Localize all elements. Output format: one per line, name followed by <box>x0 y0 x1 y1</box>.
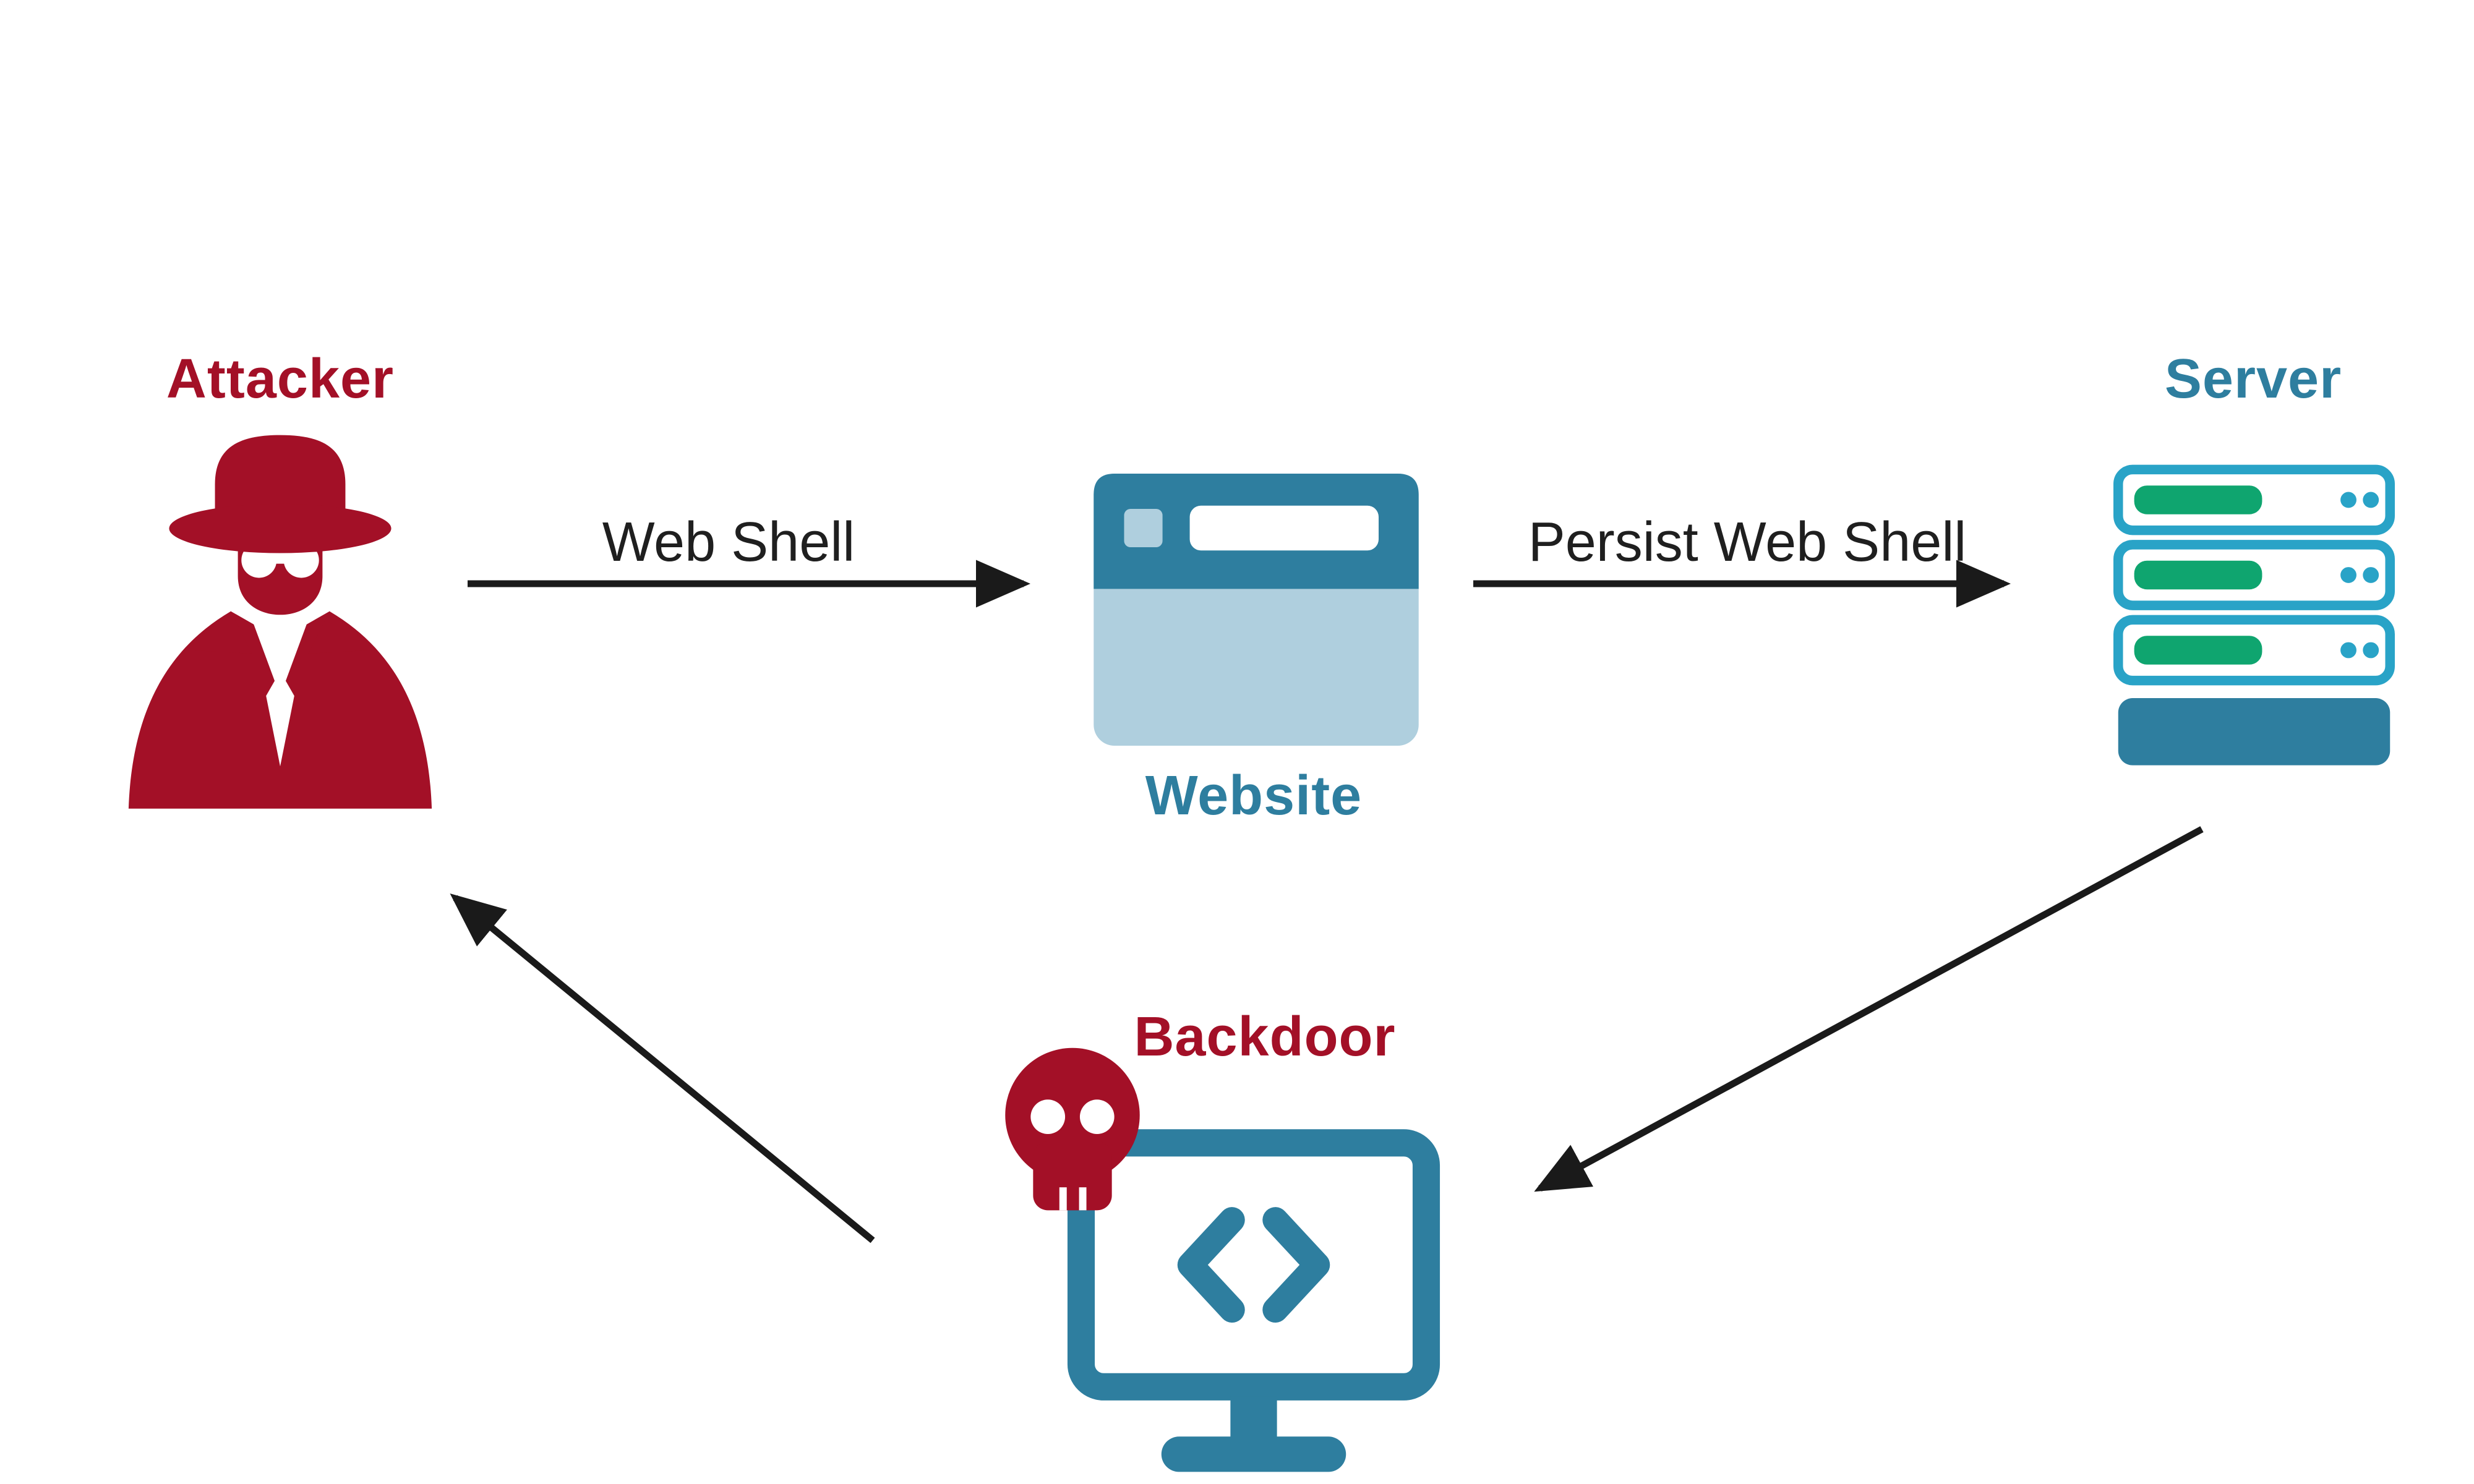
server-label: Server <box>2164 348 2342 410</box>
website-label: Website <box>1145 765 1363 827</box>
monitor-code-icon <box>1065 1128 1442 1473</box>
arrow-server-to-backdoor <box>1534 826 2204 1192</box>
edge-label-persist-web-shell: Persist Web Shell <box>1528 511 1967 573</box>
server-rack-icon <box>2113 464 2395 770</box>
attacker-label: Attacker <box>166 348 395 410</box>
browser-window-icon <box>1094 474 1419 746</box>
skull-icon <box>997 1046 1148 1222</box>
arrow-backdoor-to-attacker <box>450 893 875 1243</box>
edge-label-web-shell: Web Shell <box>602 511 855 573</box>
backdoor-label: Backdoor <box>1134 1006 1396 1068</box>
spy-icon <box>104 427 456 810</box>
